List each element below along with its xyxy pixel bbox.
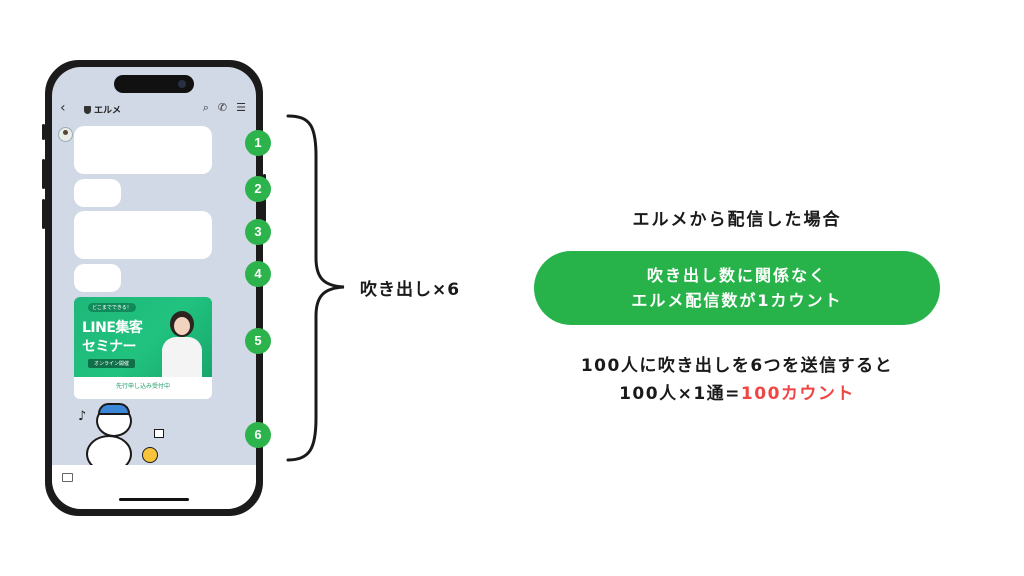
phone-icon[interactable]: ✆ xyxy=(217,101,228,114)
menu-icon[interactable]: ☰ xyxy=(236,101,246,114)
search-icon[interactable]: ⌕ xyxy=(202,101,209,114)
description: 100人に吹き出しを6つを送信すると 100人×1通=100カウント xyxy=(500,352,974,408)
description-line2: 100人×1通=100カウント xyxy=(619,384,855,404)
badge-2: 2 xyxy=(245,176,271,202)
avatar[interactable] xyxy=(58,127,73,142)
message-input-bar xyxy=(52,465,256,509)
pill-line1: 吹き出し数に関係なく xyxy=(646,266,827,285)
home-indicator[interactable] xyxy=(119,498,189,501)
banner-online-label: オンライン開催 xyxy=(88,359,136,368)
chevron-left-icon[interactable]: ‹ xyxy=(60,100,66,116)
chat-header: ‹ エルメ ⌕ ✆ ☰ xyxy=(52,97,256,123)
side-button xyxy=(42,124,45,140)
banner-title-line1: LINE集客 xyxy=(82,320,143,336)
bubble-count-label: 吹き出し×6 xyxy=(360,280,461,300)
banner-title-line2: セミナー xyxy=(82,339,137,355)
message-bubble-4[interactable] xyxy=(74,264,121,292)
curly-brace xyxy=(286,114,345,462)
presenter-photo xyxy=(158,305,206,377)
section-heading: エルメから配信した場合 xyxy=(632,210,842,230)
description-line1: 100人に吹き出しを6つを送信すると xyxy=(580,356,894,376)
volume-up-button xyxy=(42,159,45,189)
phone-mockup: ‹ エルメ ⌕ ✆ ☰ どこまでできる！ LINE集客 セミナー オンライン開催 xyxy=(42,60,266,516)
badge-6: 6 xyxy=(245,422,271,448)
gift-icon xyxy=(154,429,164,438)
dynamic-island xyxy=(114,75,194,93)
badge-1: 1 xyxy=(245,130,271,156)
message-bubble-1[interactable] xyxy=(74,126,212,174)
banner-cta: 先行申し込み受付中 xyxy=(115,383,170,390)
badge-4: 4 xyxy=(245,261,271,287)
message-bubble-3[interactable] xyxy=(74,211,212,259)
chat-title: エルメ xyxy=(84,103,121,116)
pill-line2: エルメ配信数が1カウント xyxy=(631,291,843,310)
badge-3: 3 xyxy=(245,219,271,245)
keyboard-icon[interactable] xyxy=(62,473,73,482)
music-note-icon: ♪ xyxy=(78,409,87,424)
phone-screen: ‹ エルメ ⌕ ✆ ☰ どこまでできる！ LINE集客 セミナー オンライン開催 xyxy=(52,67,256,509)
badge-5: 5 xyxy=(245,328,271,354)
volume-down-button xyxy=(42,199,45,229)
chick-icon xyxy=(142,447,158,463)
count-highlight: 100カウント xyxy=(740,384,855,404)
shield-icon xyxy=(84,105,91,114)
message-bubble-2[interactable] xyxy=(74,179,121,207)
banner-tag: どこまでできる！ xyxy=(88,303,136,312)
seminar-banner[interactable]: どこまでできる！ LINE集客 セミナー オンライン開催 先行申し込み受付中 xyxy=(74,297,212,399)
highlight-pill: 吹き出し数に関係なく エルメ配信数が1カウント xyxy=(534,251,940,325)
